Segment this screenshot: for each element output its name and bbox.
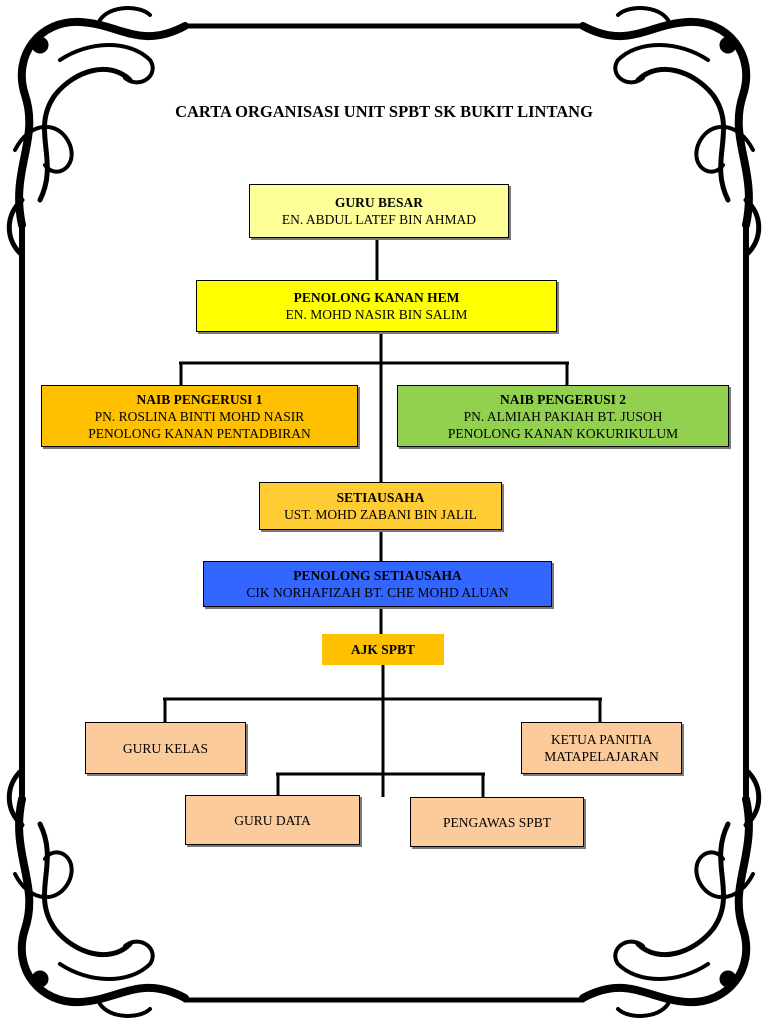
penolong-kanan-hem-name: EN. MOHD NASIR BIN SALIM	[285, 307, 468, 322]
ketua-panitia-line1: KETUA PANITIA	[550, 732, 653, 747]
guru-besar-name: EN. ABDUL LATEF BIN AHMAD	[281, 212, 477, 227]
penolong-setiausaha-name: CIK NORHAFIZAH BT. CHE MOHD ALUAN	[246, 585, 509, 600]
ajk-spbt-title: AJK SPBT	[350, 642, 416, 657]
node-guru-besar: GURU BESAR EN. ABDUL LATEF BIN AHMAD	[249, 184, 509, 238]
guru-data-label: GURU DATA	[234, 812, 311, 828]
node-penolong-kanan-hem: PENOLONG KANAN HEM EN. MOHD NASIR BIN SA…	[196, 280, 557, 332]
node-ajk-spbt: AJK SPBT	[322, 634, 444, 665]
node-ketua-panitia: KETUA PANITIA MATAPELAJARAN	[521, 722, 682, 774]
naib-1-name: PN. ROSLINA BINTI MOHD NASIR	[94, 408, 305, 424]
setiausaha-title: SETIAUSAHA	[336, 490, 425, 505]
naib-2-role: PENOLONG KANAN KOKURIKULUM	[447, 425, 679, 441]
naib-1-role: PENOLONG KANAN PENTADBIRAN	[88, 425, 311, 441]
node-penolong-setiausaha: PENOLONG SETIAUSAHA CIK NORHAFIZAH BT. C…	[203, 561, 552, 607]
penolong-setiausaha-title: PENOLONG SETIAUSAHA	[293, 568, 462, 583]
setiausaha-name: UST. MOHD ZABANI BIN JALIL	[284, 507, 477, 522]
node-guru-kelas: GURU KELAS	[85, 722, 246, 774]
ketua-panitia-line2: MATAPELAJARAN	[544, 749, 659, 764]
naib-2-title: NAIB PENGERUSI 2	[499, 391, 627, 407]
node-naib-pengerusi-1: NAIB PENGERUSI 1 PN. ROSLINA BINTI MOHD …	[41, 385, 358, 447]
chart-title: CARTA ORGANISASI UNIT SPBT SK BUKIT LINT…	[175, 102, 593, 121]
naib-2-name: PN. ALMIAH PAKIAH BT. JUSOH	[463, 408, 663, 424]
node-pengawas-spbt: PENGAWAS SPBT	[410, 797, 584, 847]
naib-1-title: NAIB PENGERUSI 1	[136, 391, 263, 407]
pengawas-spbt-label: PENGAWAS SPBT	[442, 814, 552, 830]
node-guru-data: GURU DATA	[185, 795, 360, 845]
node-setiausaha: SETIAUSAHA UST. MOHD ZABANI BIN JALIL	[259, 482, 502, 530]
node-naib-pengerusi-2: NAIB PENGERUSI 2 PN. ALMIAH PAKIAH BT. J…	[397, 385, 729, 447]
guru-besar-title: GURU BESAR	[334, 195, 424, 210]
penolong-kanan-hem-title: PENOLONG KANAN HEM	[293, 290, 460, 305]
guru-kelas-label: GURU KELAS	[122, 740, 209, 756]
